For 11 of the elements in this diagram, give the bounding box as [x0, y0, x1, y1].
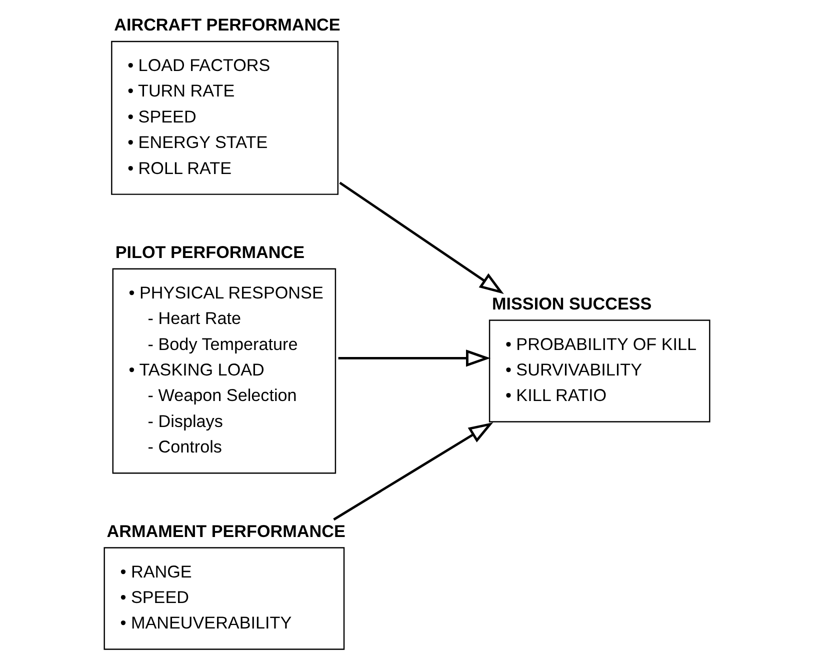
node-box: • PHYSICAL RESPONSE - Heart Rate - Body Temperature • TASKING LOAD - Weapon Selection - Displays - Controls [112, 268, 336, 474]
arrow [332, 422, 493, 521]
arrow [338, 182, 504, 294]
node-label: MISSION SUCCESS [491, 294, 652, 314]
node-box: • PROBABILITY OF KILL • SURVIVABILITY • KILL RATIO [488, 320, 710, 422]
arrow [338, 350, 490, 367]
node-box: • LOAD FACTORS • TURN RATE • SPEED • ENERGY STATE • ROLL RATE [110, 40, 338, 195]
node-box: • RANGE • SPEED • MANEUVERABILITY [103, 547, 344, 650]
node-label: ARMAMENT PERFORMANCE [106, 522, 345, 541]
node-label: AIRCRAFT PERFORMANCE [114, 16, 340, 35]
node-label: PILOT PERFORMANCE [114, 243, 304, 262]
